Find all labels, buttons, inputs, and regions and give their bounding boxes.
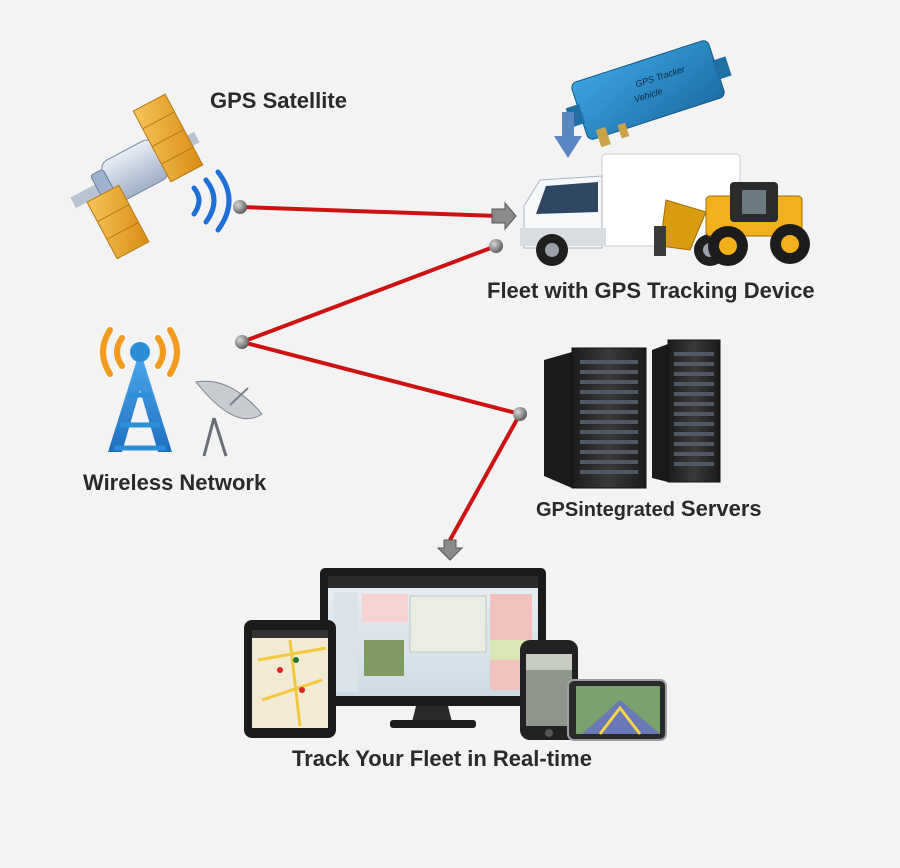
gps-navigator-icon [567, 679, 667, 741]
satellite-icon [70, 93, 204, 260]
link-servers-devices [448, 413, 522, 541]
monitor-icon [320, 568, 546, 728]
tablet-icon [244, 620, 336, 738]
arrowhead-fleet [491, 201, 517, 231]
node-fleet [489, 239, 503, 253]
node-network [235, 335, 249, 349]
signal-waves-icon [191, 169, 232, 233]
servers-label-word: Servers [680, 496, 762, 521]
connection-lines [233, 200, 527, 561]
servers-label-brand: GPSintegrated [536, 499, 675, 521]
down-arrow-icon [554, 112, 582, 158]
server-rack-icon [544, 339, 721, 489]
gps-tracker-icon: GPS Tracker Vehicle [565, 40, 732, 148]
loader-icon [654, 182, 810, 266]
node-servers [513, 407, 527, 421]
wireless-network-label: Wireless Network [83, 470, 267, 495]
satellite-label: GPS Satellite [210, 88, 347, 113]
node-satellite [233, 200, 247, 214]
link-network-servers [241, 340, 521, 416]
track-fleet-label: Track Your Fleet in Real-time [292, 746, 592, 771]
fleet-label: Fleet with GPS Tracking Device [487, 278, 815, 303]
satellite-dish-icon [195, 380, 263, 457]
link-satellite-fleet [239, 205, 499, 218]
link-network-fleet [241, 244, 497, 344]
smartphone-icon [520, 640, 578, 740]
arrowhead-devices [436, 539, 464, 561]
cell-tower-icon [100, 327, 180, 452]
